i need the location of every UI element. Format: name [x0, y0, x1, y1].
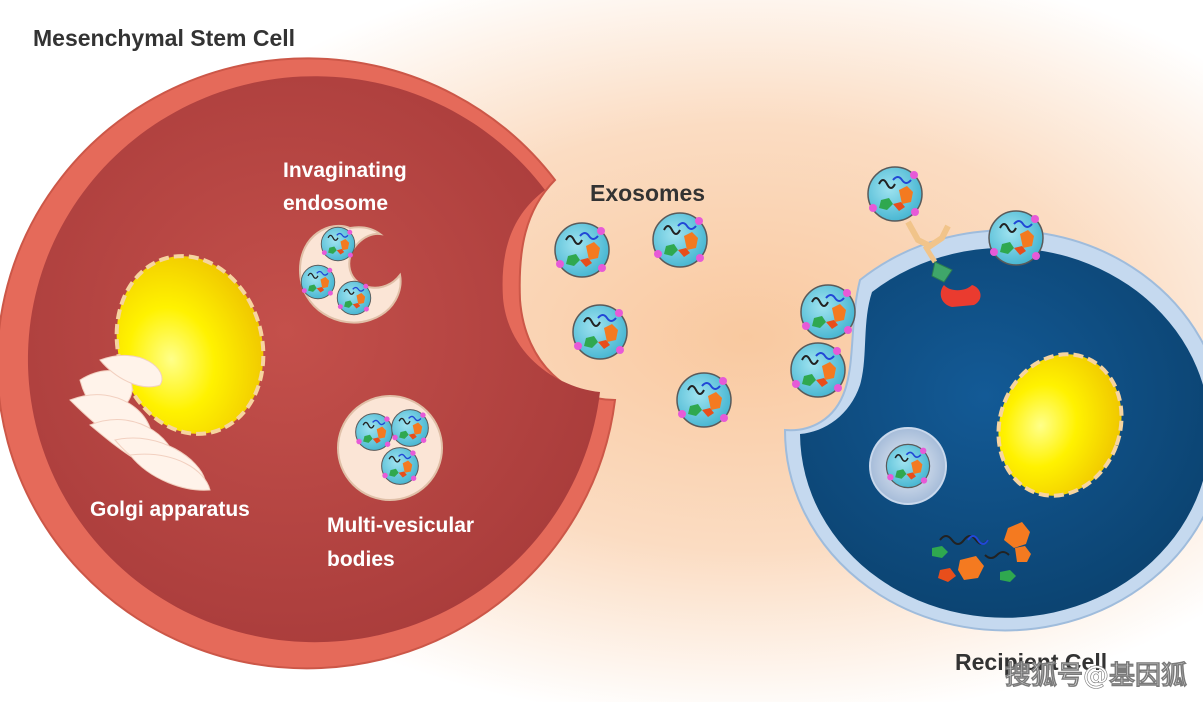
- invaginating-endosome: [298, 224, 402, 324]
- receptor-ligand-binding: [905, 220, 981, 307]
- watermark-text: 搜狐号@基因狐: [1005, 661, 1187, 691]
- recipient-cell-nucleus: [996, 352, 1124, 498]
- diagram-title: Mesenchymal Stem Cell: [33, 25, 295, 51]
- label-invaginating: Invaginating: [283, 159, 407, 182]
- label-bodies: bodies: [327, 548, 395, 571]
- label-multi-vesicular: Multi-vesicular: [327, 514, 474, 537]
- mesenchymal-stem-cell: [0, 57, 617, 670]
- label-exosomes: Exosomes: [590, 180, 705, 206]
- multi-vesicular-body: [337, 395, 443, 501]
- stem-cell-nucleus: [114, 254, 266, 436]
- label-recipient-cell: Recipient Cell: [955, 649, 1107, 675]
- released-cargo: [932, 522, 1031, 582]
- label-golgi-apparatus: Golgi apparatus: [90, 498, 250, 521]
- endocytosed-vesicle: [869, 427, 947, 505]
- golgi-apparatus: [69, 354, 211, 491]
- label-endosome: endosome: [283, 192, 388, 215]
